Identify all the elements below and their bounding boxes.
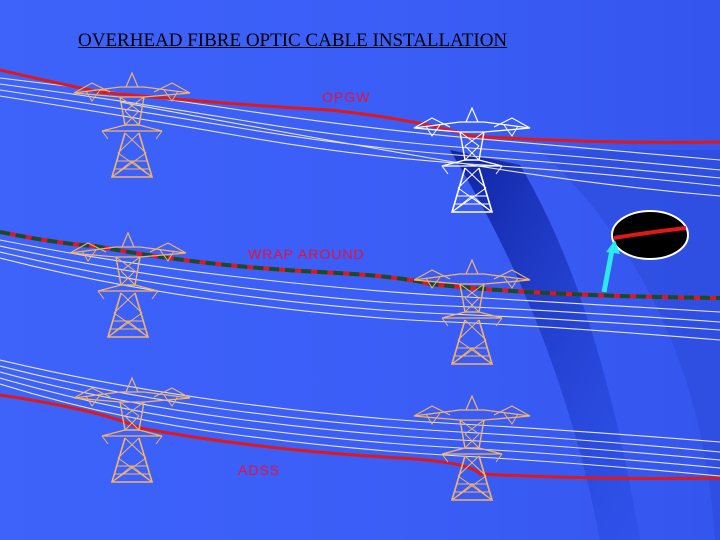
conductors-row3 [0, 359, 720, 477]
adss-row [0, 359, 720, 501]
transmission-tower-icon [413, 395, 531, 501]
conductors-row2 [0, 239, 720, 341]
transmission-tower-icon [413, 259, 531, 365]
wrap-tape [0, 230, 720, 300]
focus-ray [450, 150, 640, 540]
wrap-around-row [0, 230, 720, 365]
transmission-tower-icon [73, 72, 191, 178]
slide-title: OVERHEAD FIBRE OPTIC CABLE INSTALLATION [78, 30, 508, 51]
opgw-row [0, 68, 720, 213]
pointer-arrow-icon [601, 240, 620, 293]
cable-cross-section-icon [611, 210, 689, 260]
wrap-around-label: WRAP AROUND [248, 246, 365, 262]
opgw-cable [0, 68, 720, 144]
opgw-label: OPGW [322, 89, 371, 105]
adss-cable [0, 393, 720, 480]
adss-label: ADSS [238, 462, 281, 478]
